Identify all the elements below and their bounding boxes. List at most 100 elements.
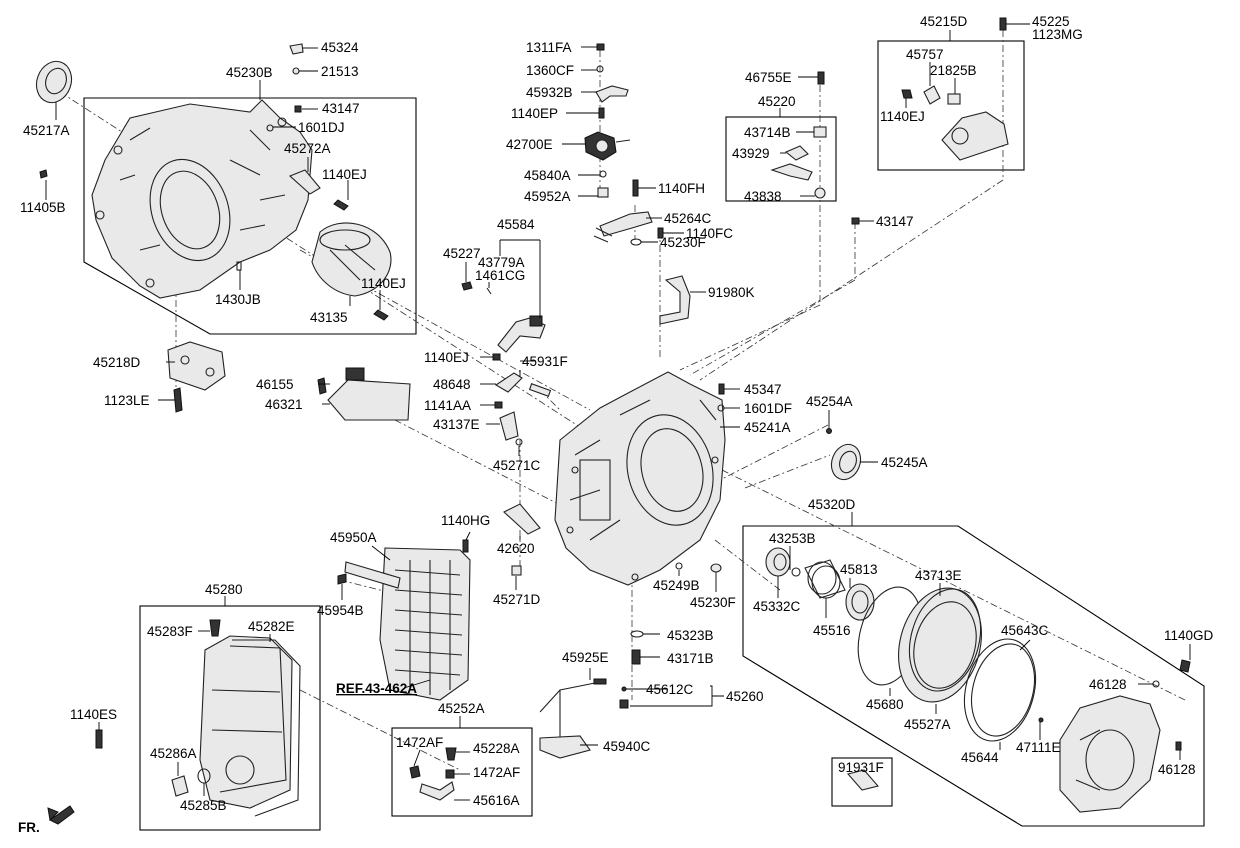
mount-45215D — [941, 111, 1009, 161]
bush-45952A — [597, 187, 609, 198]
box-45320D — [742, 525, 1205, 827]
strainer-46321 — [327, 367, 411, 421]
label-45282E: 45282E — [248, 619, 295, 634]
bolt-1140FC — [657, 227, 664, 239]
label-45220: 45220 — [758, 94, 796, 109]
label-1123LE: 1123LE — [104, 393, 150, 408]
plate-43137E — [499, 411, 519, 441]
bolt-46155 — [317, 377, 327, 395]
valve-body-45950A — [379, 547, 471, 701]
label-1472AFb: 1472AF — [473, 765, 520, 780]
oring-45840A — [599, 170, 607, 178]
bolt-1140FH — [632, 179, 639, 197]
bolt-1140EP — [598, 107, 605, 119]
bolt-1141AA — [494, 401, 503, 409]
label-45218D: 45218D — [93, 355, 141, 370]
label-45227: 45227 — [443, 246, 481, 261]
label-45324: 45324 — [321, 40, 359, 55]
label-91980K: 91980K — [708, 285, 755, 300]
label-1472AFa: 1472AF — [396, 735, 443, 750]
label-42620: 42620 — [497, 541, 535, 556]
clamp-1472AFb — [445, 769, 455, 779]
bracket-45932B — [595, 85, 629, 103]
label-43147b: 43147 — [876, 214, 914, 229]
nut-1311FA — [596, 43, 605, 51]
label-45230B: 45230B — [226, 65, 273, 80]
gasket-45644 — [963, 638, 1037, 742]
label-45286A: 45286A — [150, 746, 197, 761]
label-45527A: 45527A — [904, 717, 951, 732]
label-45245A: 45245A — [881, 455, 928, 470]
label-1140FC: 1140FC — [686, 226, 733, 241]
label-1601DF: 1601DF — [744, 401, 792, 416]
label-43929: 43929 — [732, 146, 770, 161]
label-1123MG: 1123MG — [1032, 27, 1083, 42]
label-45952A: 45952A — [524, 189, 571, 204]
label-45757: 45757 — [906, 47, 944, 62]
label-21513: 21513 — [321, 64, 359, 79]
seal-45245A — [830, 443, 862, 481]
plug-45271D — [511, 565, 522, 576]
label-21825B: 21825B — [930, 63, 977, 78]
bolt-1140EJd — [901, 89, 913, 99]
bracket-45218D — [167, 341, 226, 391]
label-45217A: 45217A — [23, 123, 70, 138]
bolt-1140EJc — [492, 353, 501, 361]
clutch-45813 — [845, 583, 875, 621]
washer-1360CF — [596, 65, 604, 73]
label-11405B: 11405B — [20, 200, 66, 215]
label-43713E: 43713E — [915, 568, 962, 583]
plug-45230Fb — [710, 563, 722, 573]
label-45252A: 45252A — [438, 701, 485, 716]
label-45940C: 45940C — [603, 739, 651, 754]
clip-43929 — [784, 145, 809, 161]
label-46155: 46155 — [256, 377, 294, 392]
clip-91931F — [846, 769, 880, 791]
label-45925E: 45925E — [562, 650, 609, 665]
bolt-1140EJa — [333, 199, 349, 211]
bolt-45347 — [718, 383, 725, 395]
box-45215D — [877, 40, 1025, 171]
solenoid-42620 — [503, 503, 541, 535]
bolt-1140EJb — [373, 309, 389, 321]
label-43171B: 43171B — [667, 651, 714, 666]
bolt-46755E — [817, 71, 825, 85]
bolt-1140ES — [95, 729, 103, 749]
bush-43714B — [813, 126, 827, 138]
box-91931F — [831, 757, 893, 807]
gasket-45643C — [971, 643, 1035, 737]
plug-45271C — [515, 438, 523, 446]
cover-47111E — [1059, 695, 1161, 813]
label-43714B: 43714B — [744, 125, 791, 140]
label-45320D: 45320D — [808, 497, 856, 512]
label-45230Fb: 45230F — [690, 595, 736, 610]
label-fr: FR. — [18, 820, 40, 835]
drum-45332C — [765, 547, 791, 577]
label-46128a: 46128 — [1089, 677, 1127, 692]
label-45249B: 45249B — [653, 578, 700, 593]
label-45644: 45644 — [961, 750, 999, 765]
plug-43147a — [294, 105, 302, 113]
label-45950A: 45950A — [330, 530, 377, 545]
label-1360CF: 1360CF — [526, 63, 574, 78]
label-45215D: 45215D — [920, 14, 968, 29]
ring-43253B — [791, 567, 801, 577]
bracket-48648 — [494, 372, 523, 393]
plug-45283F — [209, 619, 221, 637]
bolt-1140GD — [1179, 659, 1191, 673]
label-1140EP: 1140EP — [511, 106, 558, 121]
label-1141AA: 1141AA — [424, 398, 471, 413]
label-1311FA: 1311FA — [526, 40, 572, 55]
label-45680: 45680 — [866, 697, 904, 712]
label-42700E: 42700E — [506, 137, 553, 152]
bracket-45272A — [288, 169, 321, 195]
label-45285B: 45285B — [180, 798, 227, 813]
bracket-91980K — [659, 275, 691, 325]
plug-45324 — [289, 43, 304, 55]
label-45271C: 45271C — [493, 458, 541, 473]
label-1140HG: 1140HG — [441, 513, 490, 528]
label-45932B: 45932B — [526, 85, 573, 100]
label-47111E: 47111E — [1016, 740, 1061, 755]
label-45272A: 45272A — [284, 141, 331, 156]
